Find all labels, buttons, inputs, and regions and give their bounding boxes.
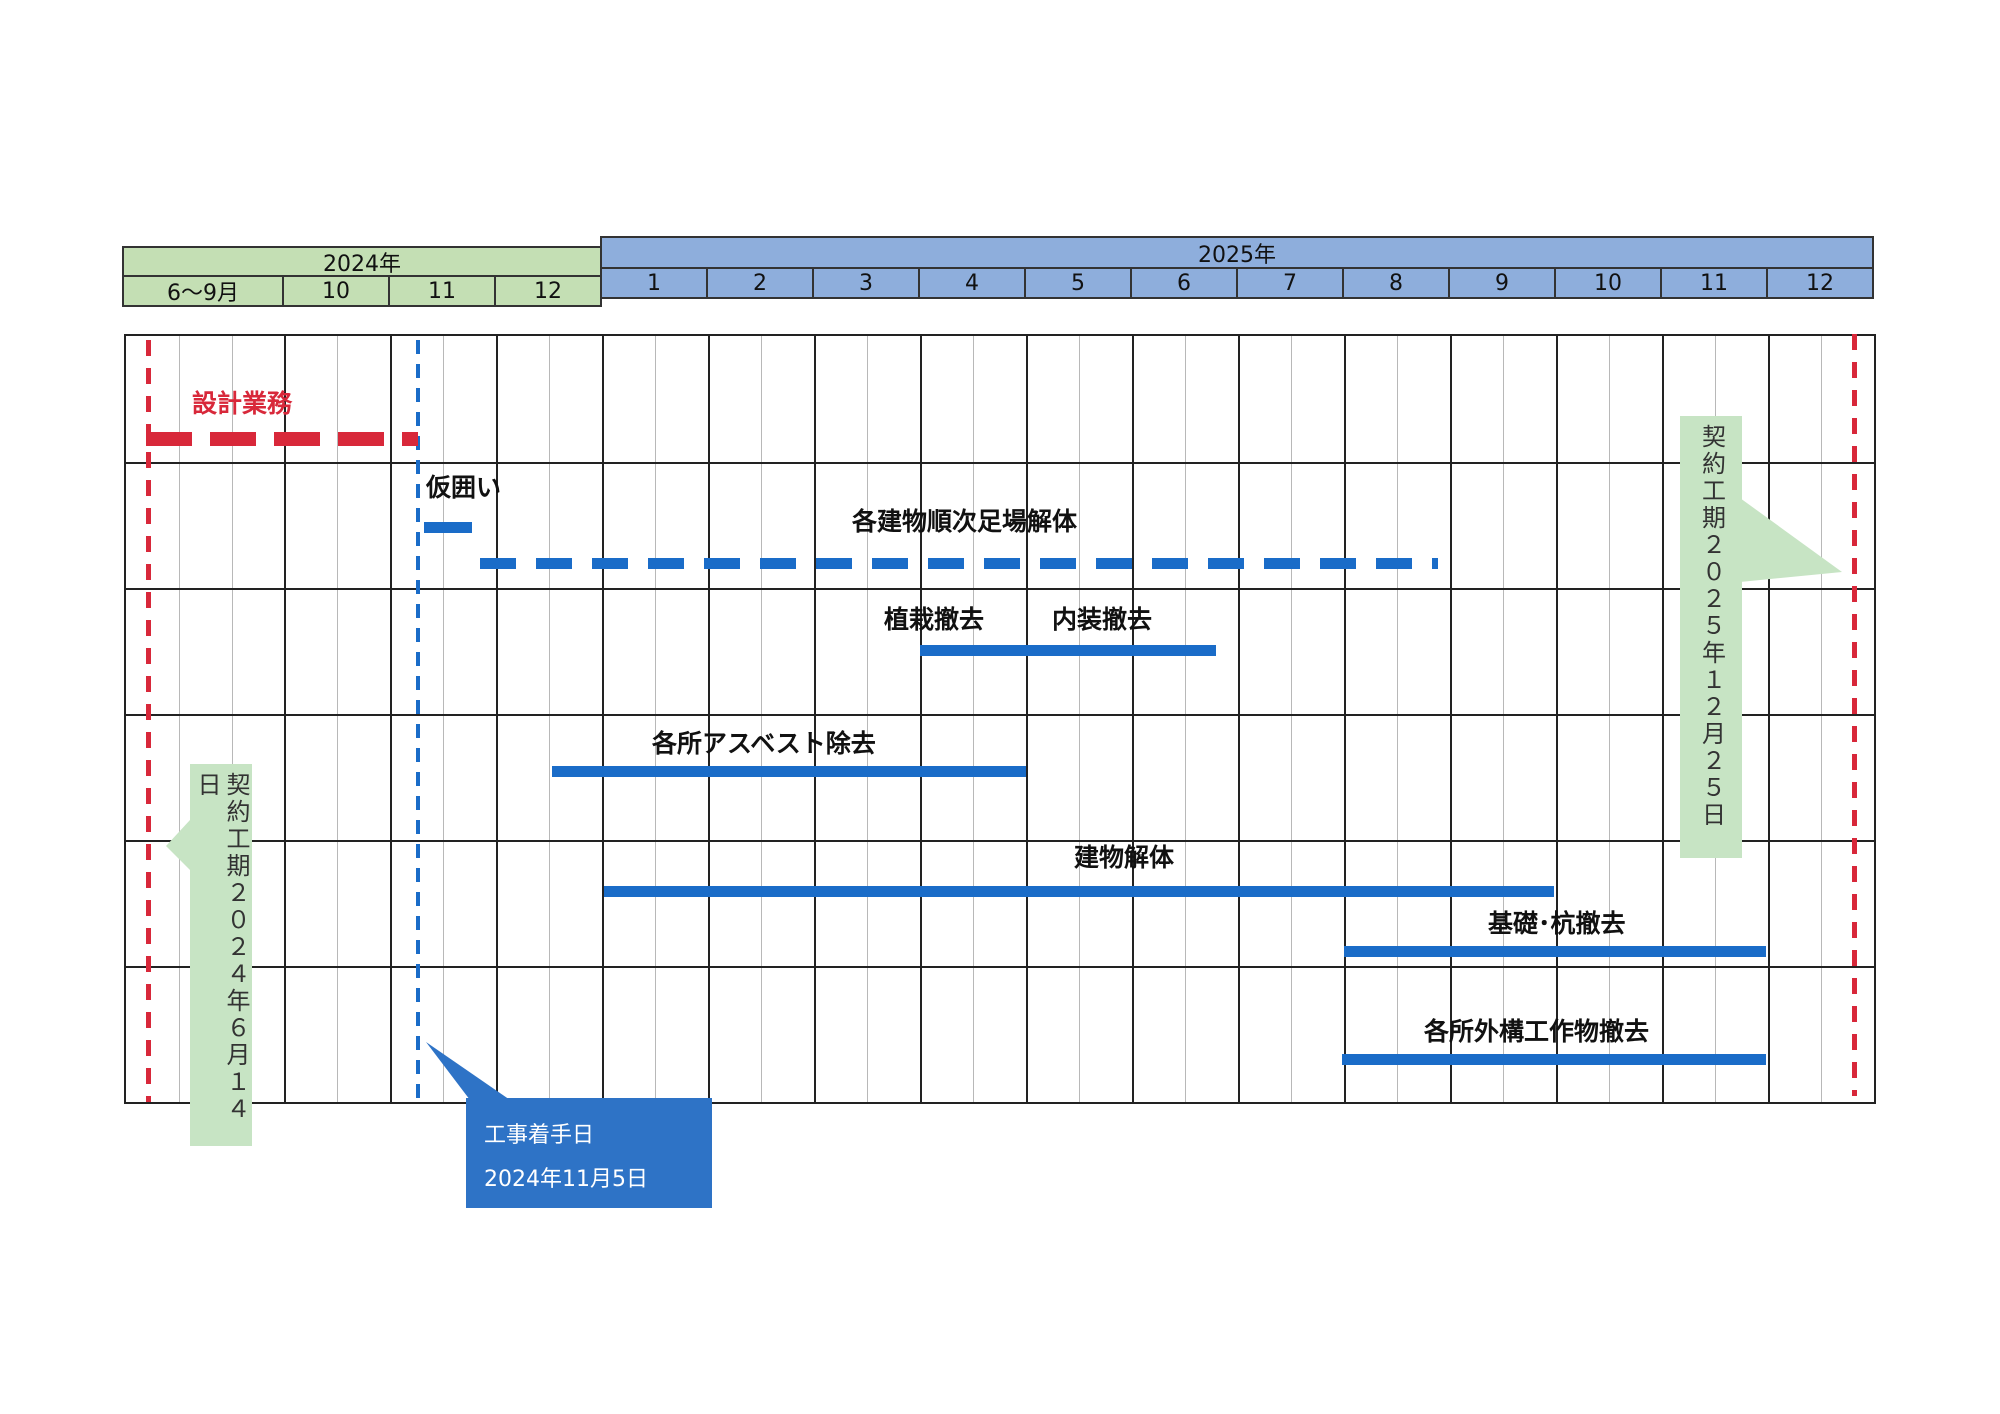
half-month-gridline	[1291, 336, 1292, 1102]
month-header: 9	[1448, 269, 1556, 299]
asbestos-task-label: 各所アスベスト除去	[652, 729, 876, 758]
building-task-label: 建物解体	[1074, 843, 1175, 872]
month-header: 11	[1660, 269, 1768, 299]
row-gridline	[126, 588, 1874, 590]
month-header: 12	[1766, 269, 1874, 299]
work-start-title: 工事着手日	[484, 1123, 595, 1148]
month-header: 12	[494, 277, 602, 307]
month-header: 7	[1236, 269, 1344, 299]
row-gridline	[126, 714, 1874, 716]
contract-end-line	[1852, 334, 1857, 1096]
planting-interior-task-bar	[920, 645, 1216, 656]
month-header: 6	[1130, 269, 1238, 299]
month-gridline	[708, 336, 710, 1102]
interior-task-label: 内装撤去	[1052, 605, 1153, 634]
row-gridline	[126, 840, 1874, 842]
month-gridline	[390, 336, 392, 1102]
month-gridline	[496, 336, 498, 1102]
month-header: 11	[388, 277, 496, 307]
foundation-task-label: 基礎･杭撤去	[1488, 909, 1626, 938]
contract-start-callout: 契約工期２０２４年６月１４日	[190, 764, 252, 1146]
month-header: 1	[600, 269, 708, 299]
contract-start-line	[146, 340, 151, 1102]
year-2024-header: 2024年	[122, 246, 602, 277]
half-month-gridline	[973, 336, 974, 1102]
month-gridline	[602, 336, 604, 1102]
month-gridline	[1344, 336, 1346, 1102]
year-2025-header: 2025年	[600, 236, 1874, 269]
month-gridline	[920, 336, 922, 1102]
month-gridline	[1556, 336, 1558, 1102]
month-gridline	[1132, 336, 1134, 1102]
half-month-gridline	[655, 336, 656, 1102]
contract-end-text: 契約工期２０２５年１２月２５日	[1697, 424, 1726, 829]
planting-task-label: 植栽撤去	[884, 605, 985, 634]
design-task-label: 設計業務	[192, 389, 293, 418]
half-month-gridline	[1821, 336, 1822, 1102]
half-month-gridline	[1503, 336, 1504, 1102]
half-month-gridline	[1079, 336, 1080, 1102]
half-month-gridline	[1609, 336, 1610, 1102]
foundation-task-bar	[1344, 946, 1766, 957]
month-header: 5	[1024, 269, 1132, 299]
half-month-gridline	[179, 336, 180, 1102]
month-header: 10	[1554, 269, 1662, 299]
half-month-gridline	[1397, 336, 1398, 1102]
month-header: 6～9月	[122, 277, 284, 307]
contract-end-callout: 契約工期２０２５年１２月２５日	[1680, 416, 1742, 858]
row-gridline	[126, 966, 1874, 968]
scaffold-task-bar	[480, 558, 1438, 569]
month-header: 2	[706, 269, 814, 299]
half-month-gridline	[232, 336, 233, 1102]
half-month-gridline	[1185, 336, 1186, 1102]
month-gridline	[1662, 336, 1664, 1102]
design-task-bar	[146, 432, 418, 446]
exterior-task-label: 各所外構工作物撤去	[1424, 1017, 1650, 1046]
work-start-callout: 工事着手日 2024年11月5日	[466, 1098, 712, 1208]
hoarding-task-bar	[424, 522, 472, 533]
building-task-bar	[604, 886, 1554, 897]
month-gridline	[814, 336, 816, 1102]
half-month-gridline	[867, 336, 868, 1102]
row-gridline	[126, 462, 1874, 464]
schedule-grid	[124, 334, 1876, 1104]
exterior-task-bar	[1342, 1054, 1766, 1065]
month-gridline	[1450, 336, 1452, 1102]
month-gridline	[1238, 336, 1240, 1102]
month-gridline	[1026, 336, 1028, 1102]
month-header: 8	[1342, 269, 1450, 299]
work-start-date: 2024年11月5日	[484, 1167, 648, 1192]
month-header: 3	[812, 269, 920, 299]
half-month-gridline	[337, 336, 338, 1102]
month-header: 4	[918, 269, 1026, 299]
work-start-line	[416, 340, 420, 1104]
scaffold-task-label: 各建物順次足場解体	[852, 507, 1078, 536]
half-month-gridline	[761, 336, 762, 1102]
month-gridline	[284, 336, 286, 1102]
month-gridline	[1768, 336, 1770, 1102]
hoarding-task-label: 仮囲い	[426, 473, 502, 502]
contract-start-text: 契約工期２０２４年６月１４日	[193, 772, 250, 1123]
asbestos-task-bar	[552, 766, 1026, 777]
half-month-gridline	[443, 336, 444, 1102]
month-header: 10	[282, 277, 390, 307]
half-month-gridline	[549, 336, 550, 1102]
